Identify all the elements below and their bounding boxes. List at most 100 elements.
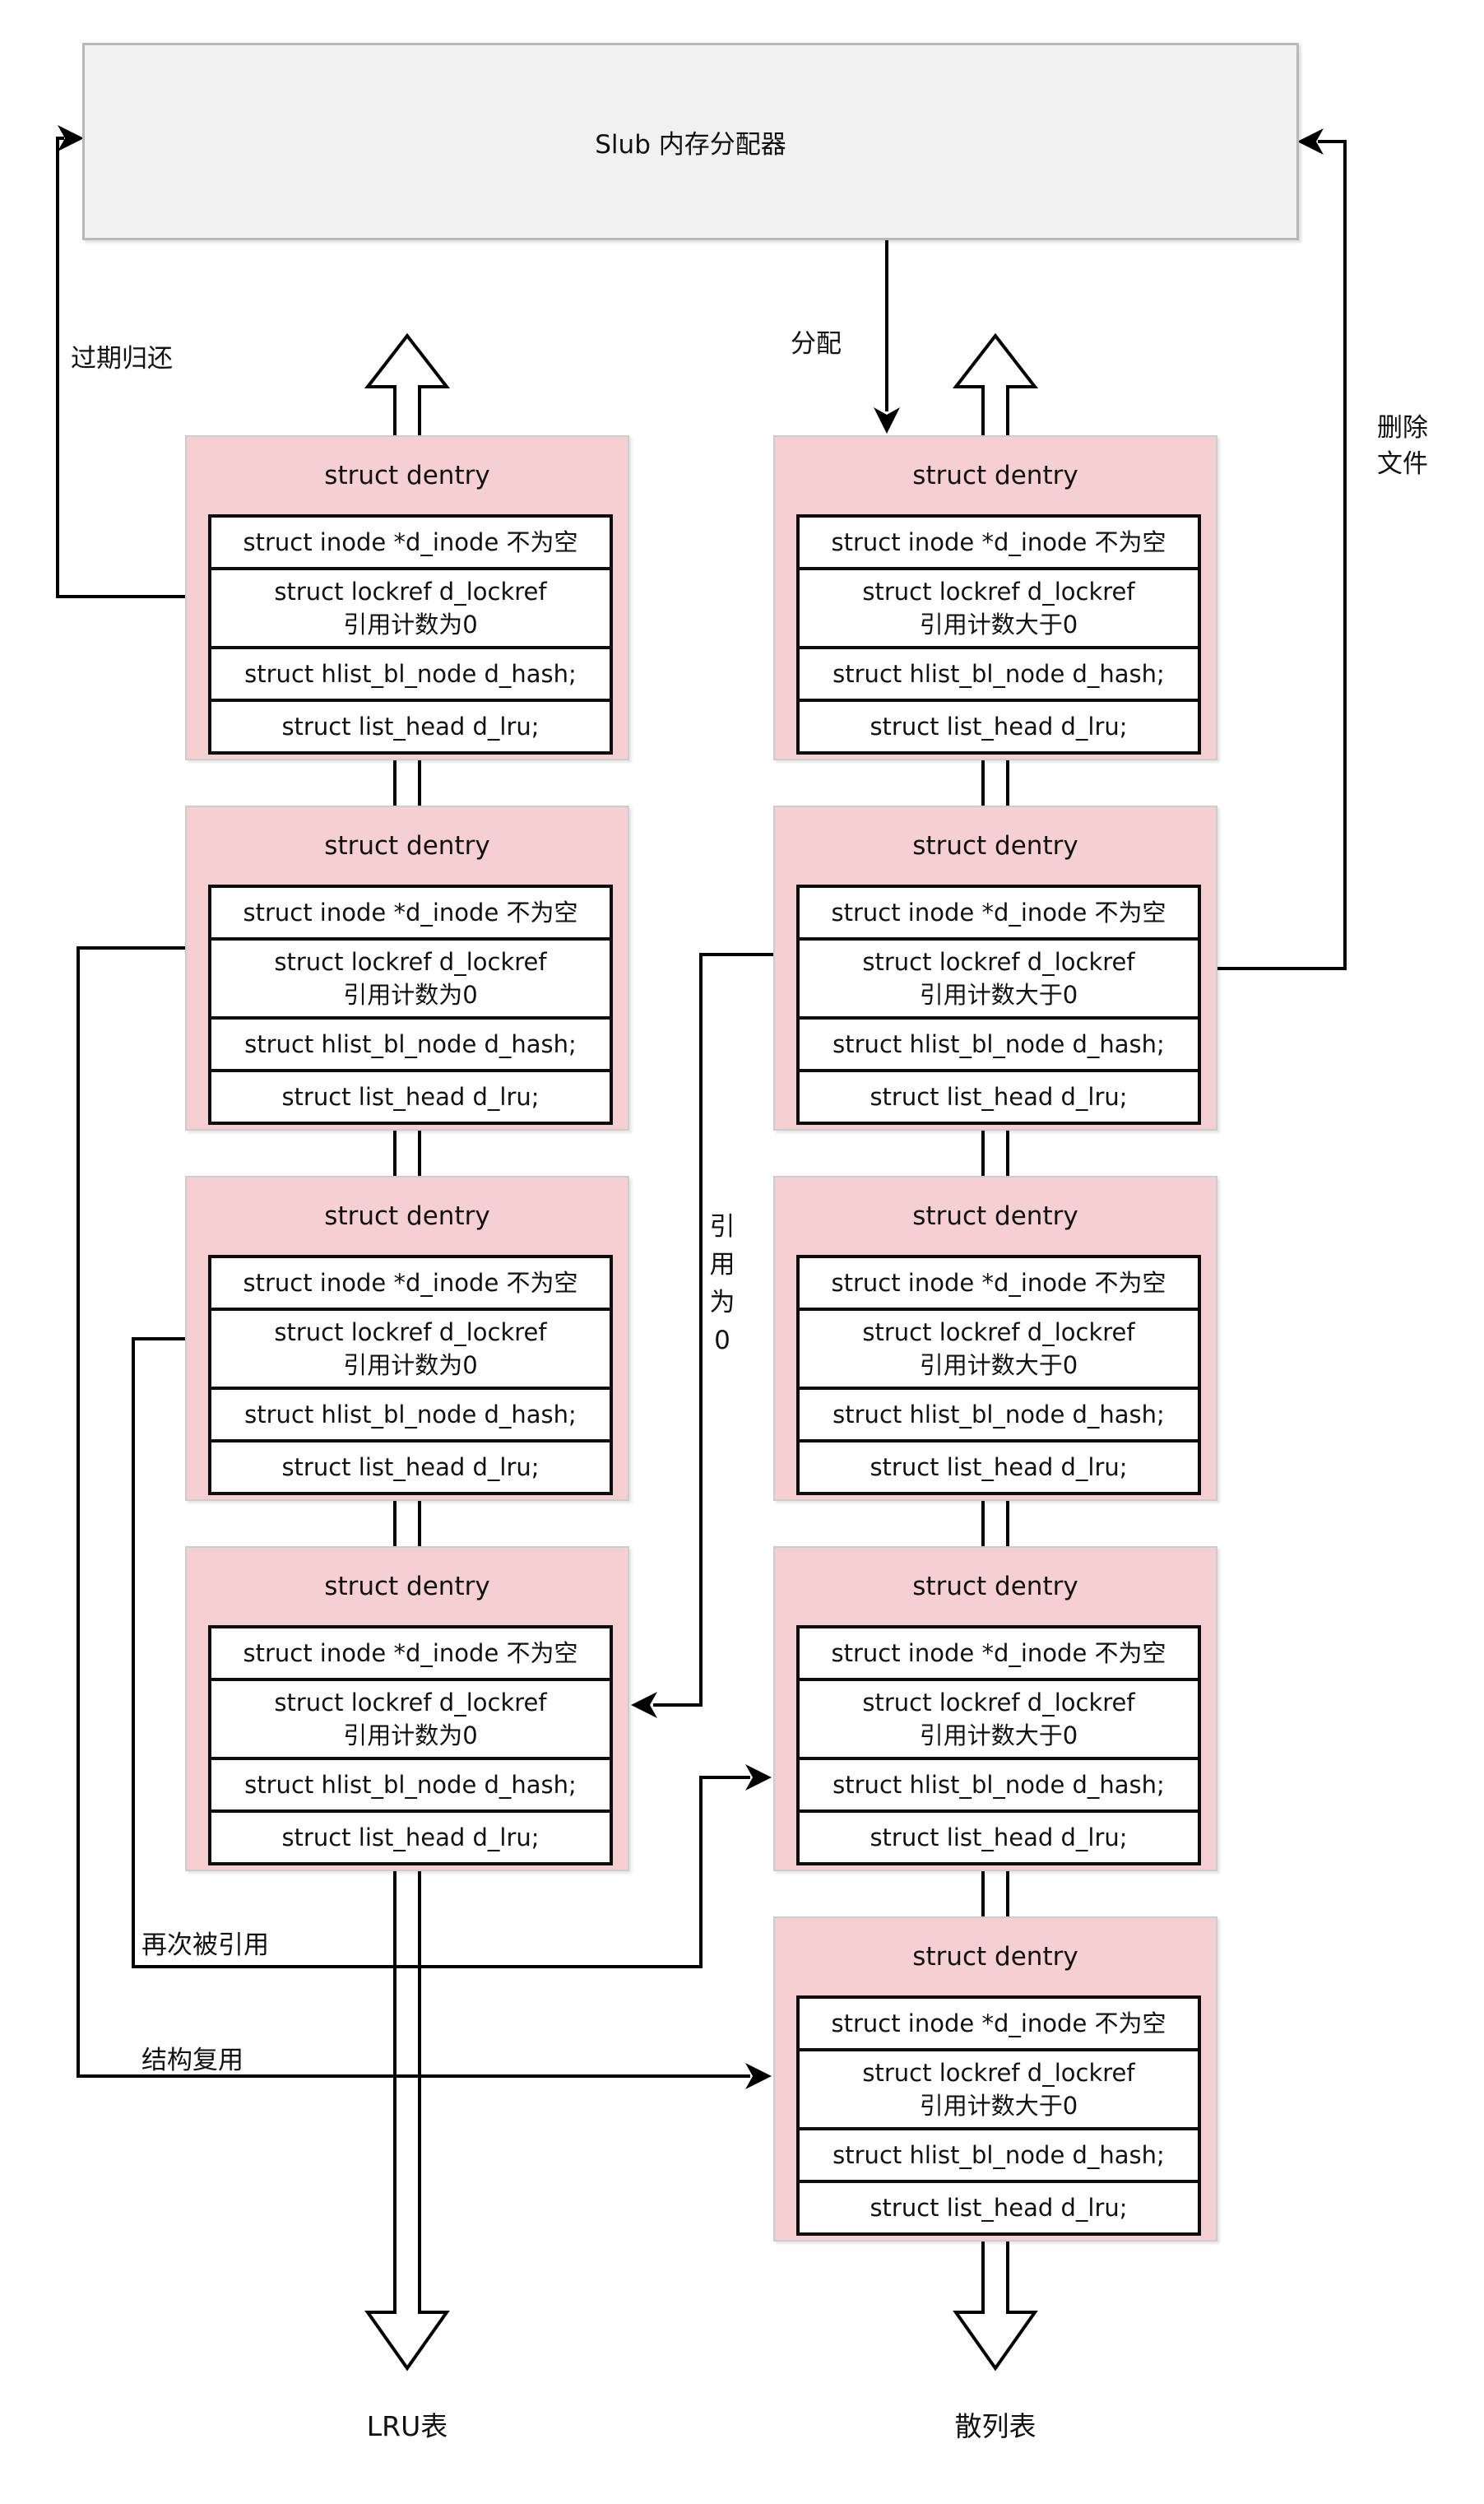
dentry-header: struct dentry — [324, 1201, 490, 1231]
lockref-state: 引用计数为0 — [343, 981, 478, 1009]
dentry-header: struct dentry — [324, 1572, 490, 1601]
dentry-header: struct dentry — [912, 461, 1078, 490]
field-d-hash: struct hlist_bl_node d_hash; — [800, 646, 1198, 699]
field-d-lockref: struct lockref d_lockref 引用计数大于0 — [800, 1308, 1198, 1387]
dentry-box-hash-5: struct dentry struct inode *d_inode 不为空 … — [773, 1916, 1217, 2242]
field-d-lru: struct list_head d_lru; — [211, 1439, 610, 1492]
dentry-fields-table: struct inode *d_inode 不为空 struct lockref… — [796, 1625, 1201, 1865]
field-d-lockref: struct lockref d_lockref 引用计数大于0 — [800, 1678, 1198, 1757]
lockref-decl: struct lockref d_lockref — [274, 1689, 547, 1717]
field-d-hash: struct hlist_bl_node d_hash; — [211, 1757, 610, 1809]
arrowhead-left-icon — [1297, 128, 1324, 155]
list-head-up-arrow-left — [364, 332, 451, 436]
slub-allocator-box: Slub 内存分配器 — [82, 43, 1299, 240]
lockref-state: 引用计数大于0 — [919, 611, 1078, 639]
label-expired-return: 过期归还 — [71, 344, 173, 374]
field-d-inode: struct inode *d_inode 不为空 — [831, 528, 1166, 556]
dentry-fields-table: struct inode *d_inode 不为空 struct lockref… — [796, 885, 1201, 1125]
label-structure-reuse: 结构复用 — [141, 2046, 243, 2075]
lockref-state: 引用计数大于0 — [919, 1351, 1078, 1379]
field-d-lockref: struct lockref d_lockref 引用计数大于0 — [800, 2048, 1198, 2127]
allocate-arrow — [874, 237, 900, 434]
dentry-fields-table: struct inode *d_inode 不为空 struct lockref… — [208, 885, 613, 1125]
arrowhead-right-icon — [745, 1764, 772, 1791]
field-d-hash: struct hlist_bl_node d_hash; — [800, 2127, 1198, 2180]
field-d-lru: struct list_head d_lru; — [211, 1069, 610, 1122]
list-tail-down-arrow-left — [364, 1871, 450, 2372]
dentry-box-hash-3: struct dentry struct inode *d_inode 不为空 … — [773, 1176, 1217, 1501]
field-d-inode: struct inode *d_inode 不为空 — [243, 1639, 578, 1667]
field-d-inode: struct inode *d_inode 不为空 — [831, 899, 1166, 927]
field-d-lru: struct list_head d_lru; — [800, 1439, 1198, 1492]
field-d-inode: struct inode *d_inode 不为空 — [243, 899, 578, 927]
lockref-state: 引用计数为0 — [343, 611, 478, 639]
field-d-lockref: struct lockref d_lockref 引用计数为0 — [211, 1308, 610, 1387]
arrowhead-right-icon — [745, 2063, 772, 2089]
field-d-inode: struct inode *d_inode 不为空 — [243, 1269, 578, 1297]
dentry-box-lru-2: struct dentry struct inode *d_inode 不为空 … — [185, 806, 629, 1131]
dentry-box-lru-4: struct dentry struct inode *d_inode 不为空 … — [185, 1546, 629, 1871]
dentry-header: struct dentry — [912, 1201, 1078, 1231]
list-head-up-arrow-right — [952, 332, 1039, 436]
field-d-lru: struct list_head d_lru; — [800, 1809, 1198, 1862]
field-d-hash: struct hlist_bl_node d_hash; — [211, 1387, 610, 1439]
field-d-hash: struct hlist_bl_node d_hash; — [800, 1387, 1198, 1439]
dentry-box-lru-1: struct dentry struct inode *d_inode 不为空 … — [185, 435, 629, 760]
field-d-hash: struct hlist_bl_node d_hash; — [800, 1016, 1198, 1069]
label-delete-file: 删除 文件 — [1377, 413, 1428, 479]
field-d-inode: struct inode *d_inode 不为空 — [243, 528, 578, 556]
lockref-decl: struct lockref d_lockref — [862, 2059, 1135, 2087]
dentry-box-hash-2: struct dentry struct inode *d_inode 不为空 … — [773, 806, 1217, 1131]
field-d-hash: struct hlist_bl_node d_hash; — [211, 646, 610, 699]
dentry-box-hash-4: struct dentry struct inode *d_inode 不为空 … — [773, 1546, 1217, 1871]
arrowhead-right-icon — [58, 125, 84, 151]
lockref-decl: struct lockref d_lockref — [862, 948, 1135, 976]
field-d-inode: struct inode *d_inode 不为空 — [831, 1639, 1166, 1667]
dentry-box-lru-3: struct dentry struct inode *d_inode 不为空 … — [185, 1176, 629, 1501]
field-d-lru: struct list_head d_lru; — [211, 699, 610, 751]
label-lru-list: LRU表 — [366, 2410, 448, 2442]
field-d-inode: struct inode *d_inode 不为空 — [831, 2009, 1166, 2037]
ref-zero-line — [631, 953, 773, 1718]
dentry-fields-table: struct inode *d_inode 不为空 struct lockref… — [796, 1995, 1201, 2236]
slub-allocator-title: Slub 内存分配器 — [595, 129, 786, 160]
dentry-header: struct dentry — [324, 461, 490, 490]
dentry-box-hash-1: struct dentry struct inode *d_inode 不为空 … — [773, 435, 1217, 760]
label-referenced-again: 再次被引用 — [141, 1930, 269, 1960]
dentry-fields-table: struct inode *d_inode 不为空 struct lockref… — [208, 514, 613, 755]
dentry-header: struct dentry — [324, 831, 490, 861]
field-d-hash: struct hlist_bl_node d_hash; — [211, 1016, 610, 1069]
lockref-decl: struct lockref d_lockref — [862, 1318, 1135, 1346]
field-d-lru: struct list_head d_lru; — [800, 1069, 1198, 1122]
field-d-inode: struct inode *d_inode 不为空 — [831, 1269, 1166, 1297]
lockref-decl: struct lockref d_lockref — [274, 948, 547, 976]
label-hash-table: 散列表 — [954, 2410, 1036, 2442]
field-d-lockref: struct lockref d_lockref 引用计数为0 — [211, 937, 610, 1016]
arrowhead-down-icon — [874, 407, 900, 434]
dentry-fields-table: struct inode *d_inode 不为空 struct lockref… — [796, 514, 1201, 755]
lockref-decl: struct lockref d_lockref — [862, 1689, 1135, 1717]
lockref-state: 引用计数大于0 — [919, 2092, 1078, 2120]
arrowhead-left-icon — [631, 1692, 657, 1718]
dentry-fields-table: struct inode *d_inode 不为空 struct lockref… — [208, 1625, 613, 1865]
field-d-lockref: struct lockref d_lockref 引用计数大于0 — [800, 567, 1198, 646]
lockref-state: 引用计数大于0 — [919, 1721, 1078, 1749]
field-d-lru: struct list_head d_lru; — [800, 2180, 1198, 2232]
label-allocate: 分配 — [791, 329, 842, 359]
lockref-decl: struct lockref d_lockref — [274, 1318, 547, 1346]
field-d-hash: struct hlist_bl_node d_hash; — [800, 1757, 1198, 1809]
lockref-state: 引用计数为0 — [343, 1351, 478, 1379]
dentry-fields-table: struct inode *d_inode 不为空 struct lockref… — [208, 1255, 613, 1495]
field-d-lru: struct list_head d_lru; — [800, 699, 1198, 751]
label-ref-becomes-zero: 引 用 为 0 — [709, 1212, 735, 1355]
field-d-lru: struct list_head d_lru; — [211, 1809, 610, 1862]
dentry-header: struct dentry — [912, 1572, 1078, 1601]
dentry-fields-table: struct inode *d_inode 不为空 struct lockref… — [796, 1255, 1201, 1495]
dentry-header: struct dentry — [912, 1942, 1078, 1972]
dentry-header: struct dentry — [912, 831, 1078, 861]
lockref-decl: struct lockref d_lockref — [862, 578, 1135, 606]
